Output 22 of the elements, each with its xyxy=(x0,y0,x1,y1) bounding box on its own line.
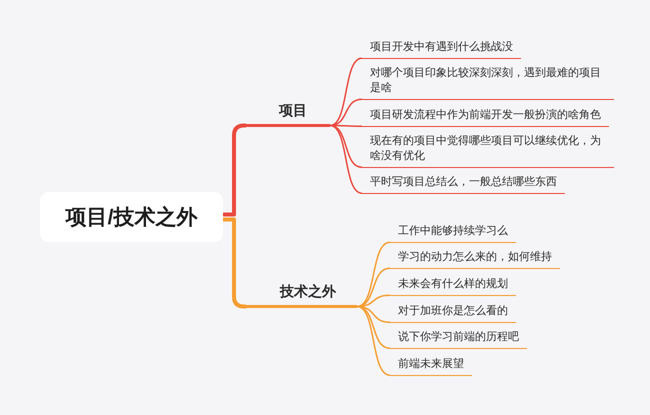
subtopic-item: 现在有的项目中觉得哪些项目可以继续优化，为啥没有优化 xyxy=(362,132,614,168)
subtopic-item: 工作中能够持续学习么 xyxy=(390,222,516,243)
branch-line xyxy=(223,124,246,216)
subtopic-item: 对哪个项目印象比较深刻深刻，遇到最难的项目是啥 xyxy=(362,64,614,100)
subtopic-item: 学习的动力怎么来的，如何维持 xyxy=(390,248,560,269)
branch-topic: 技术之外 xyxy=(246,282,357,308)
subtopic-item: 未来会有什么样的规划 xyxy=(390,275,516,296)
central-topic-box: 项目/技术之外 xyxy=(40,192,223,242)
branch-line xyxy=(330,124,362,194)
branch-line xyxy=(223,218,246,308)
subtopic-item: 平时写项目总结么，一般总结哪些东西 xyxy=(362,173,565,194)
subtopic-item: 说下你学习前端的历程吧 xyxy=(390,328,527,349)
branch-line xyxy=(330,124,362,168)
branch-line xyxy=(356,242,390,308)
subtopic-item: 前端未来展望 xyxy=(390,355,472,376)
subtopic-item: 项目开发中有遇到什么挑战没 xyxy=(362,38,521,59)
branch-line xyxy=(330,58,362,126)
branch-topic: 项目 xyxy=(246,101,330,127)
subtopic-item: 项目研发流程中作为前端开发一般扮演的啥角色 xyxy=(362,106,609,127)
subtopic-item: 对于加班你是怎么看的 xyxy=(390,302,516,323)
branch-line xyxy=(356,306,390,376)
branch-line xyxy=(330,98,362,126)
